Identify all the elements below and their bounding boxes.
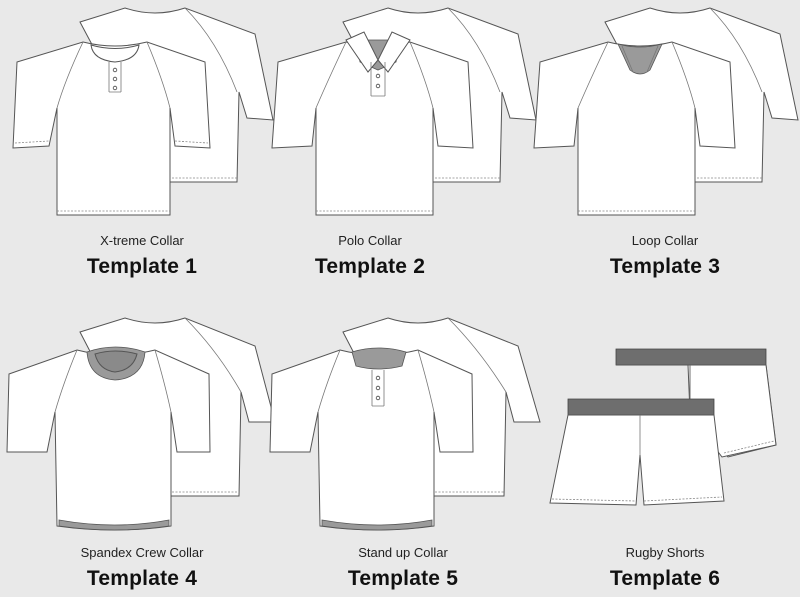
collar-label: Spandex Crew Collar: [80, 545, 204, 560]
shirt-spandex-crew-collar-icon[interactable]: [5, 312, 280, 534]
shirt-polo-collar-icon[interactable]: [268, 0, 538, 220]
template-title[interactable]: Template 2: [314, 255, 426, 278]
collar-label: Rugby Shorts: [625, 545, 705, 560]
rugby-shorts-icon[interactable]: [548, 345, 783, 520]
template-title[interactable]: Template 4: [86, 567, 198, 590]
shirt-stand-up-collar-icon[interactable]: [268, 312, 543, 534]
collar-label: X-treme Collar: [100, 233, 184, 248]
template-title[interactable]: Template 6: [609, 567, 721, 590]
template-title[interactable]: Template 1: [86, 255, 198, 278]
shirt-xtreme-collar-icon[interactable]: [5, 0, 275, 220]
template-title[interactable]: Template 5: [347, 567, 459, 590]
template-title[interactable]: Template 3: [609, 255, 721, 278]
collar-label: Stand up Collar: [358, 545, 448, 560]
shirt-loop-collar-icon[interactable]: [530, 0, 800, 220]
collar-label: Polo Collar: [338, 233, 402, 248]
collar-label: Loop Collar: [631, 233, 699, 248]
